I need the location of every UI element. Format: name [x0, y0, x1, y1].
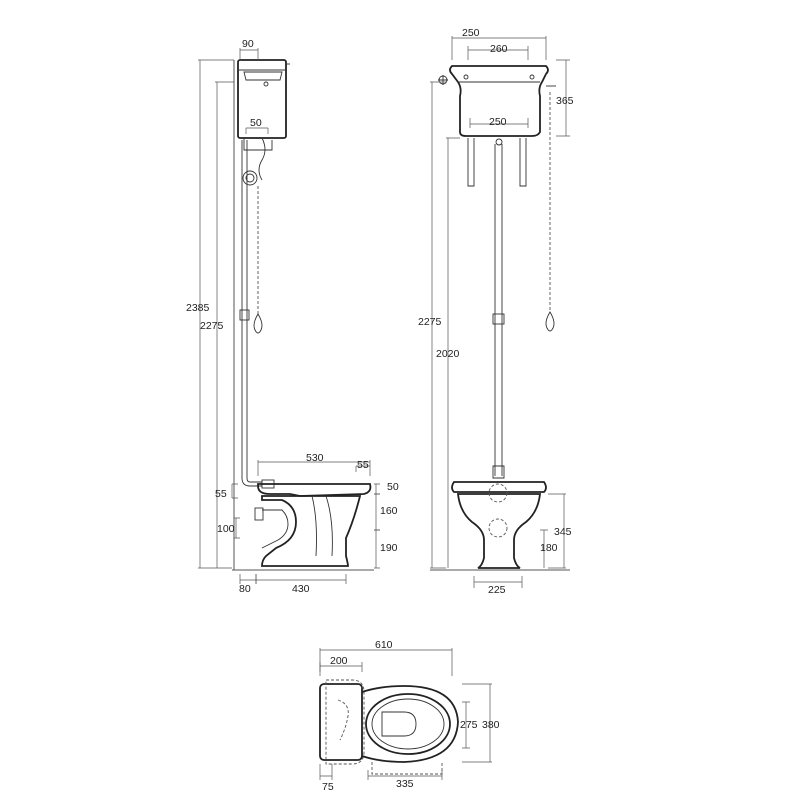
side-dimension-lines: [198, 48, 380, 584]
plan-dim-overall-length: 610: [375, 639, 393, 651]
front-dim-bracket-spacing: 250: [489, 116, 507, 128]
plan-dim-back-gap: 75: [322, 781, 334, 793]
front-dim-pipe-height: 2020: [436, 348, 460, 360]
plan-dim-bowl-width: 380: [482, 719, 500, 731]
front-pan: [451, 481, 547, 569]
side-dim-base-length: 430: [292, 583, 310, 595]
side-dim-tank-bottom-height: 2275: [200, 320, 224, 332]
plan-dimension-lines: [319, 648, 492, 780]
side-dim-bowl-mid: 160: [380, 505, 398, 517]
side-dim-base-height: 190: [380, 542, 398, 554]
front-dim-tank-lid-width: 260: [490, 43, 508, 55]
side-dim-overall-height: 2385: [186, 302, 210, 314]
side-view: 90 2385 2275 50 530 55 55 50 160 100 190…: [186, 38, 399, 595]
side-dim-wall-gap: 80: [239, 583, 251, 595]
front-dimension-lines: [430, 36, 570, 588]
front-dim-pan-base: 180: [540, 542, 558, 554]
front-dim-tank-width-top: 250: [462, 27, 480, 39]
front-dim-pan-height: 345: [554, 526, 572, 538]
side-cistern: [237, 59, 290, 186]
plan-dim-bowl-opening: 335: [396, 778, 414, 790]
side-dim-seat-offset: 55: [357, 459, 369, 471]
front-cistern: [438, 65, 556, 187]
side-dim-inlet-height: 55: [215, 488, 227, 500]
plan-dim-seat-inner-width: 275: [460, 719, 478, 731]
front-dim-tank-height: 365: [556, 95, 574, 107]
front-dim-tank-bottom-height: 2275: [418, 316, 442, 328]
side-dim-tank-depth: 90: [242, 38, 254, 50]
side-pan: [254, 483, 372, 567]
side-dim-valve-width: 50: [250, 117, 262, 129]
front-view: 250 260 365 250 2275 2020 345 180 225: [418, 27, 574, 596]
side-flush-pipe: [239, 140, 275, 489]
side-dim-bowl-length: 530: [306, 452, 324, 464]
plan-dim-cistern-depth: 200: [330, 655, 348, 667]
side-dim-rim-thickness: 50: [387, 481, 399, 493]
front-pull-chain: [545, 92, 555, 332]
front-dim-pedestal-width: 225: [488, 584, 506, 596]
plan-view: 610 200 275 380 75 335: [319, 639, 500, 793]
side-dim-outlet-height: 100: [217, 523, 235, 535]
plan-pan-outline: [319, 679, 459, 775]
front-flush-pipe: [492, 144, 505, 479]
side-pull-chain: [253, 186, 263, 334]
